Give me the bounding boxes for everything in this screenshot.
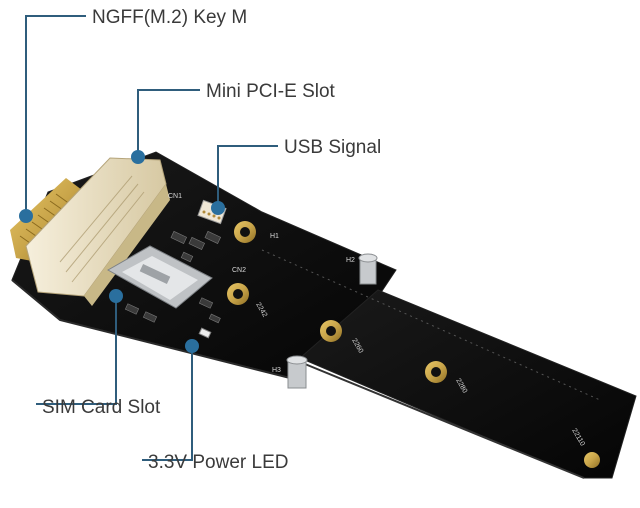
callout-label-mini-pcie: Mini PCI-E Slot xyxy=(206,81,335,102)
silk-cn2: CN2 xyxy=(232,267,246,274)
silk-h1: H1 xyxy=(270,233,279,240)
callout-dot-sim xyxy=(109,289,123,303)
silk-h2: H2 xyxy=(346,257,355,264)
callout-line-usb xyxy=(217,145,278,208)
power-led xyxy=(198,327,212,339)
callout-line-sim xyxy=(36,296,117,405)
callout-line-mini-pcie xyxy=(137,89,200,157)
silk-h3: H3 xyxy=(272,367,281,374)
callout-dot-ngff xyxy=(19,209,33,223)
callout-label-usb: USB Signal xyxy=(284,137,382,158)
silk-cn1: CN1 xyxy=(168,193,182,200)
callout-dot-mini-pcie xyxy=(131,150,145,164)
smd-components xyxy=(124,230,222,324)
callout-label-led: 3.3V Power LED xyxy=(148,452,289,473)
sim-card-holder xyxy=(106,245,213,309)
callout-dots xyxy=(19,150,225,353)
mounting-pads xyxy=(227,221,600,468)
callout-dot-led xyxy=(185,339,199,353)
trace-line xyxy=(261,249,601,401)
callout-label-sim: SIM Card Slot xyxy=(42,397,161,418)
mini-pcie-connector xyxy=(25,157,170,306)
callout-line-ngff xyxy=(25,15,86,216)
callout-lines xyxy=(25,15,278,461)
callout-dot-usb xyxy=(211,201,225,215)
callout-label-ngff: NGFF(M.2) Key M xyxy=(92,7,248,28)
callout-line-led xyxy=(142,346,193,461)
standoff-screws xyxy=(286,253,378,389)
